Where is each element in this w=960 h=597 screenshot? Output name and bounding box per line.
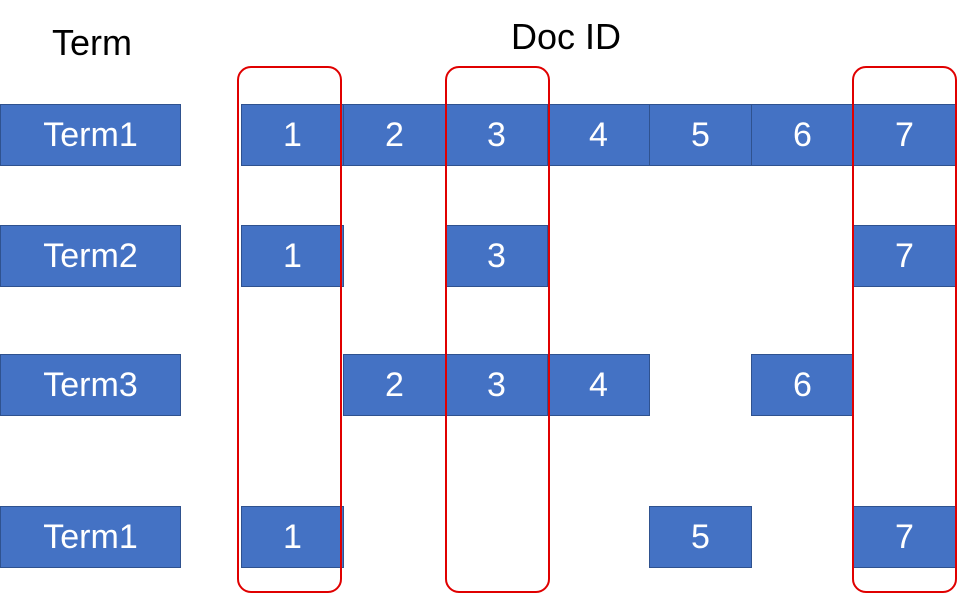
doc-cell: 2 <box>343 104 446 166</box>
term-header: Term <box>52 22 132 63</box>
doc-cell: 7 <box>853 506 956 568</box>
doc-cell: 5 <box>649 104 752 166</box>
doc-cell: 3 <box>445 354 548 416</box>
term-row-2-label: Term2 <box>0 225 181 287</box>
highlight-column-doc-1 <box>237 66 342 593</box>
doc-cell: 1 <box>241 104 344 166</box>
doc-cell: 7 <box>853 104 956 166</box>
term-row-3-label: Term3 <box>0 354 181 416</box>
doc-cell: 6 <box>751 354 854 416</box>
doc-cell: 5 <box>649 506 752 568</box>
term-row-4-label: Term1 <box>0 506 181 568</box>
doc-cell: 1 <box>241 225 344 287</box>
doc-id-header: Doc ID <box>511 16 622 57</box>
highlight-column-doc-3 <box>445 66 550 593</box>
term-row-1-label: Term1 <box>0 104 181 166</box>
highlight-column-doc-7 <box>852 66 957 593</box>
doc-cell: 4 <box>547 104 650 166</box>
doc-cell: 6 <box>751 104 854 166</box>
doc-cell: 3 <box>445 225 548 287</box>
doc-cell: 2 <box>343 354 446 416</box>
doc-cell: 1 <box>241 506 344 568</box>
doc-cell: 4 <box>547 354 650 416</box>
